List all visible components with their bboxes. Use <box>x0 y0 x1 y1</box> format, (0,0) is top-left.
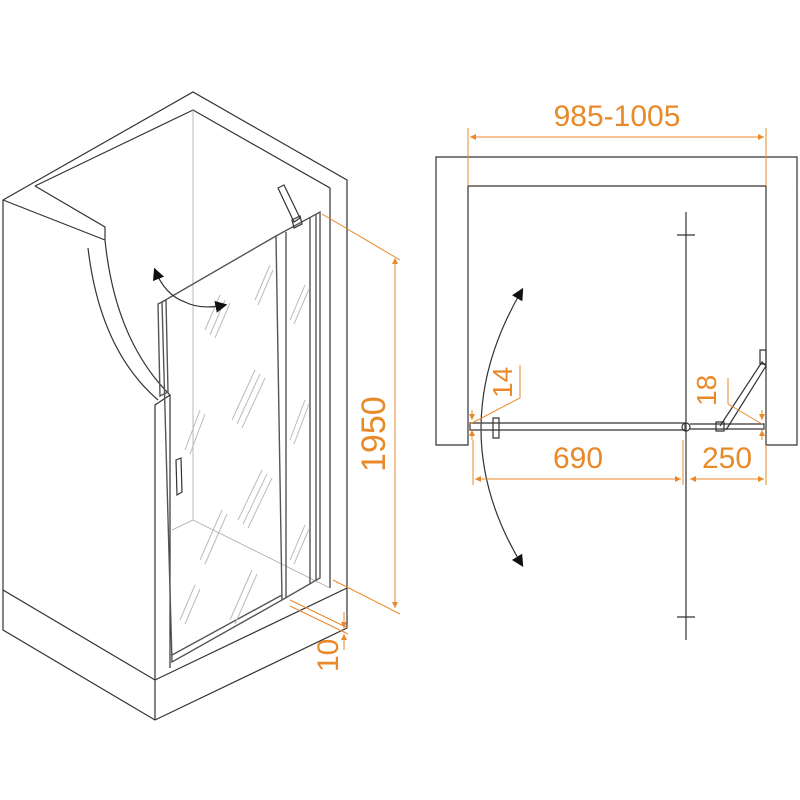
left-gap-dimension: 14 <box>469 365 521 440</box>
door-width-label: 690 <box>553 442 603 475</box>
swing-arrow-icon <box>152 267 186 303</box>
fixed-panel-glass <box>275 210 321 601</box>
door-panel-plan <box>469 349 767 439</box>
swing-door-glass <box>157 234 283 664</box>
door-handle <box>175 457 183 497</box>
total-width-label: 985-1005 <box>554 100 681 133</box>
support-bar <box>277 184 303 229</box>
total-width-dimension: 985-1005 <box>467 100 767 186</box>
plan-walls <box>435 156 798 446</box>
right-gap-label: 18 <box>691 375 722 406</box>
door-width-dimension: 690 <box>472 440 684 485</box>
plan-view: 985-1005 14 18 <box>435 100 798 640</box>
threshold-label: 10 <box>312 639 345 672</box>
fixed-width-dimension: 250 <box>690 442 767 485</box>
height-label: 1950 <box>355 396 393 472</box>
isometric-view: 1950 10 <box>2 91 401 721</box>
fixed-width-label: 250 <box>702 442 752 475</box>
swing-path <box>480 212 695 640</box>
height-dimension: 1950 <box>321 213 401 615</box>
right-gap-dimension: 18 <box>691 375 765 440</box>
threshold-dimension: 10 <box>289 599 349 672</box>
swing-arrow-icon <box>184 300 228 313</box>
wall-enclosure <box>2 91 348 721</box>
left-gap-label: 14 <box>487 367 518 398</box>
